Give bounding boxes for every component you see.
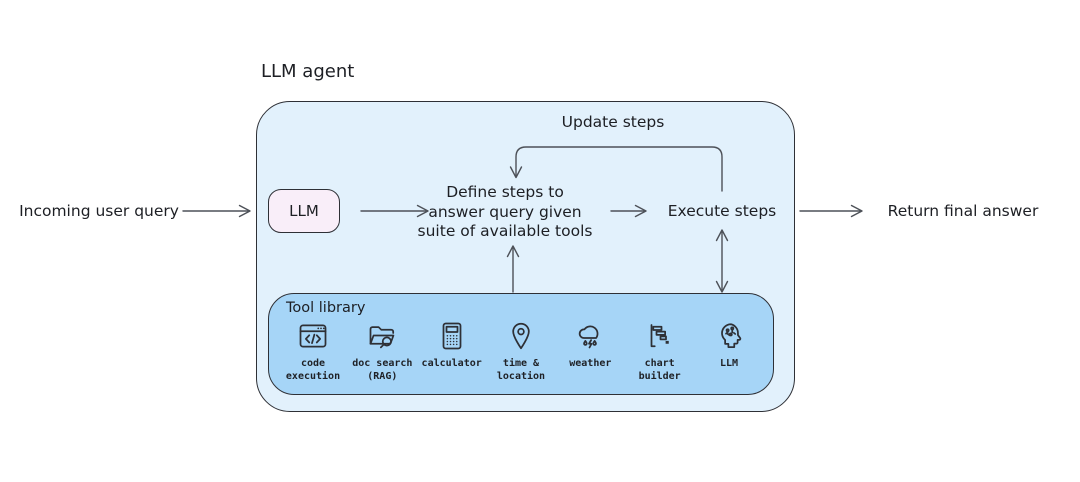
define-steps-node: Define steps to answer query given suite… (405, 183, 605, 242)
tool-library-title: Tool library (286, 300, 366, 316)
tool-item: chart builder (626, 321, 694, 383)
tool-item: LLM (695, 321, 763, 370)
tool-item: calculator (418, 321, 486, 370)
tool-label: time & location (496, 358, 546, 382)
tool-item: doc search (RAG) (348, 321, 416, 383)
code-execution-icon (299, 324, 327, 348)
arrow-incoming-query (182, 204, 251, 218)
tool-item: code execution (279, 321, 347, 383)
doc-search-icon (369, 326, 395, 349)
tool-label: LLM (719, 358, 738, 369)
tool-label: calculator (421, 358, 482, 369)
llm-node: LLM (268, 189, 340, 233)
arrow-execute-to-return (799, 204, 863, 218)
return-final-answer-label: Return final answer (887, 202, 1039, 220)
chart-builder-icon (650, 324, 669, 348)
define-steps-line: suite of available tools (417, 222, 593, 240)
define-steps-line: Define steps to (446, 183, 564, 201)
tool-label: weather (569, 358, 612, 369)
execute-steps-node: Execute steps (667, 202, 777, 220)
incoming-user-query-label: Incoming user query (19, 202, 179, 220)
llm-head-icon (721, 323, 742, 348)
tool-library-box: Tool library code execution doc search (R… (268, 293, 774, 395)
time-location-icon (512, 322, 530, 350)
llm-node-label: LLM (289, 202, 319, 220)
tool-item: weather (556, 321, 624, 370)
agent-title: LLM agent (261, 61, 355, 82)
tool-row: code execution doc search (RAG) calculator… (279, 321, 763, 383)
define-steps-line: answer query given (428, 202, 582, 221)
tool-label: code execution (285, 358, 341, 382)
weather-icon (579, 325, 599, 349)
tool-label: chart builder (638, 358, 681, 382)
update-steps-label: Update steps (561, 113, 665, 131)
tool-item: time & location (487, 321, 555, 383)
tool-label: doc search (RAG) (352, 358, 413, 382)
calculator-icon (442, 322, 462, 350)
